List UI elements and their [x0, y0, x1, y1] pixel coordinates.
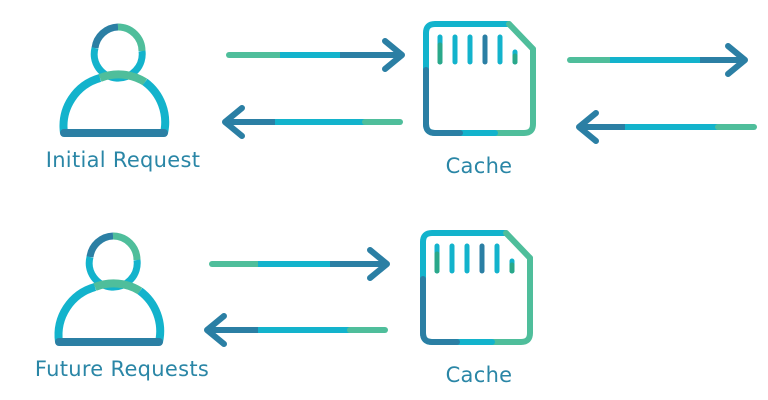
cache-label: Cache [445, 154, 513, 178]
user-icon [59, 236, 161, 342]
request-arrow-icon [209, 247, 390, 281]
initial-request-label: Initial Request [45, 148, 201, 172]
future-requests-label: Future Requests [34, 357, 210, 381]
response-arrow-icon [222, 105, 403, 139]
forward-arrow-icon [567, 43, 748, 77]
cache-icon [423, 233, 530, 342]
cache-icon [426, 24, 533, 133]
cache-label: Cache [445, 363, 513, 387]
request-arrow-icon [226, 38, 405, 72]
return-arrow-icon [576, 110, 757, 144]
user-icon [64, 27, 166, 133]
response-arrow-icon [204, 313, 388, 347]
